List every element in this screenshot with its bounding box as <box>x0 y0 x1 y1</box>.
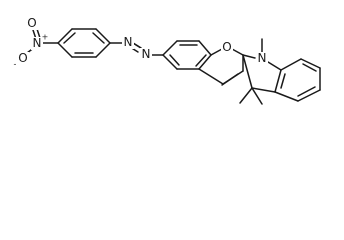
atom-nitro-nitrogen: N <box>33 36 42 50</box>
indoline-bond-c3-c3a <box>251 87 276 93</box>
indoline-bond-spiro-c3 <box>242 54 253 89</box>
ring4-double-1 <box>280 73 286 89</box>
ring2-bond-6 <box>162 54 178 70</box>
ring4-bond-6 <box>274 91 299 102</box>
indoline-bond-c3-methyl-b <box>251 87 263 105</box>
atom-pyran-oxygen: O <box>222 40 231 54</box>
charge-nitro-negative: - <box>14 60 17 69</box>
atom-labels: N + O O - N N O N <box>14 16 268 69</box>
ring2-bond-1 <box>162 40 178 56</box>
atom-nitro-oxygen-bottom: O <box>18 51 27 65</box>
ring1-bond-6 <box>57 42 73 58</box>
ring4-bond-5 <box>297 89 321 102</box>
chromene-benzo-ring <box>162 40 212 70</box>
indoline-bond-spiro-n <box>242 54 256 59</box>
ring1-bond-1 <box>57 28 73 44</box>
pyran-bond-c4-benzo <box>198 68 224 85</box>
bond-n-o-top-2 <box>36 28 41 39</box>
ring2-bond-4 <box>198 54 212 70</box>
ring4-double-2 <box>302 63 317 72</box>
indoline-ring <box>239 38 282 105</box>
bond-azo-double-1 <box>132 42 142 49</box>
chemical-structure-diagram: N + O O - N N O N <box>14 16 321 105</box>
pyran-bond-o-spiro <box>231 48 244 56</box>
charge-nitro-positive: + <box>42 33 49 42</box>
ring1-double-1 <box>63 32 76 44</box>
indoline-bond-c3-methyl-a <box>239 87 253 104</box>
ring1-double-2 <box>92 32 105 44</box>
ring4-double-3 <box>297 86 316 97</box>
ring4-bond-1 <box>274 69 282 93</box>
atom-nitro-oxygen-top: O <box>27 16 36 30</box>
ring2-double-3 <box>169 54 180 66</box>
ring1-bond-4 <box>95 42 111 58</box>
ring4-bond-3 <box>300 58 321 69</box>
pyran-double-c3-c4 <box>221 73 239 86</box>
nitrophenyl-ring <box>57 28 111 58</box>
atom-indoline-nitrogen: N <box>258 51 267 65</box>
indoline-bond-n-c7a <box>267 61 282 71</box>
ring4-bond-2 <box>280 58 302 71</box>
ring2-double-2 <box>195 54 207 67</box>
indoline-benzo-ring <box>274 58 321 102</box>
azo-linkage <box>109 42 164 56</box>
ring2-bond-3 <box>198 40 212 56</box>
ring1-bond-3 <box>95 28 111 44</box>
pyran-bond-o-benzo <box>210 48 223 56</box>
atom-azo-nitrogen-1: N <box>124 35 133 49</box>
atom-azo-nitrogen-2: N <box>142 47 151 61</box>
